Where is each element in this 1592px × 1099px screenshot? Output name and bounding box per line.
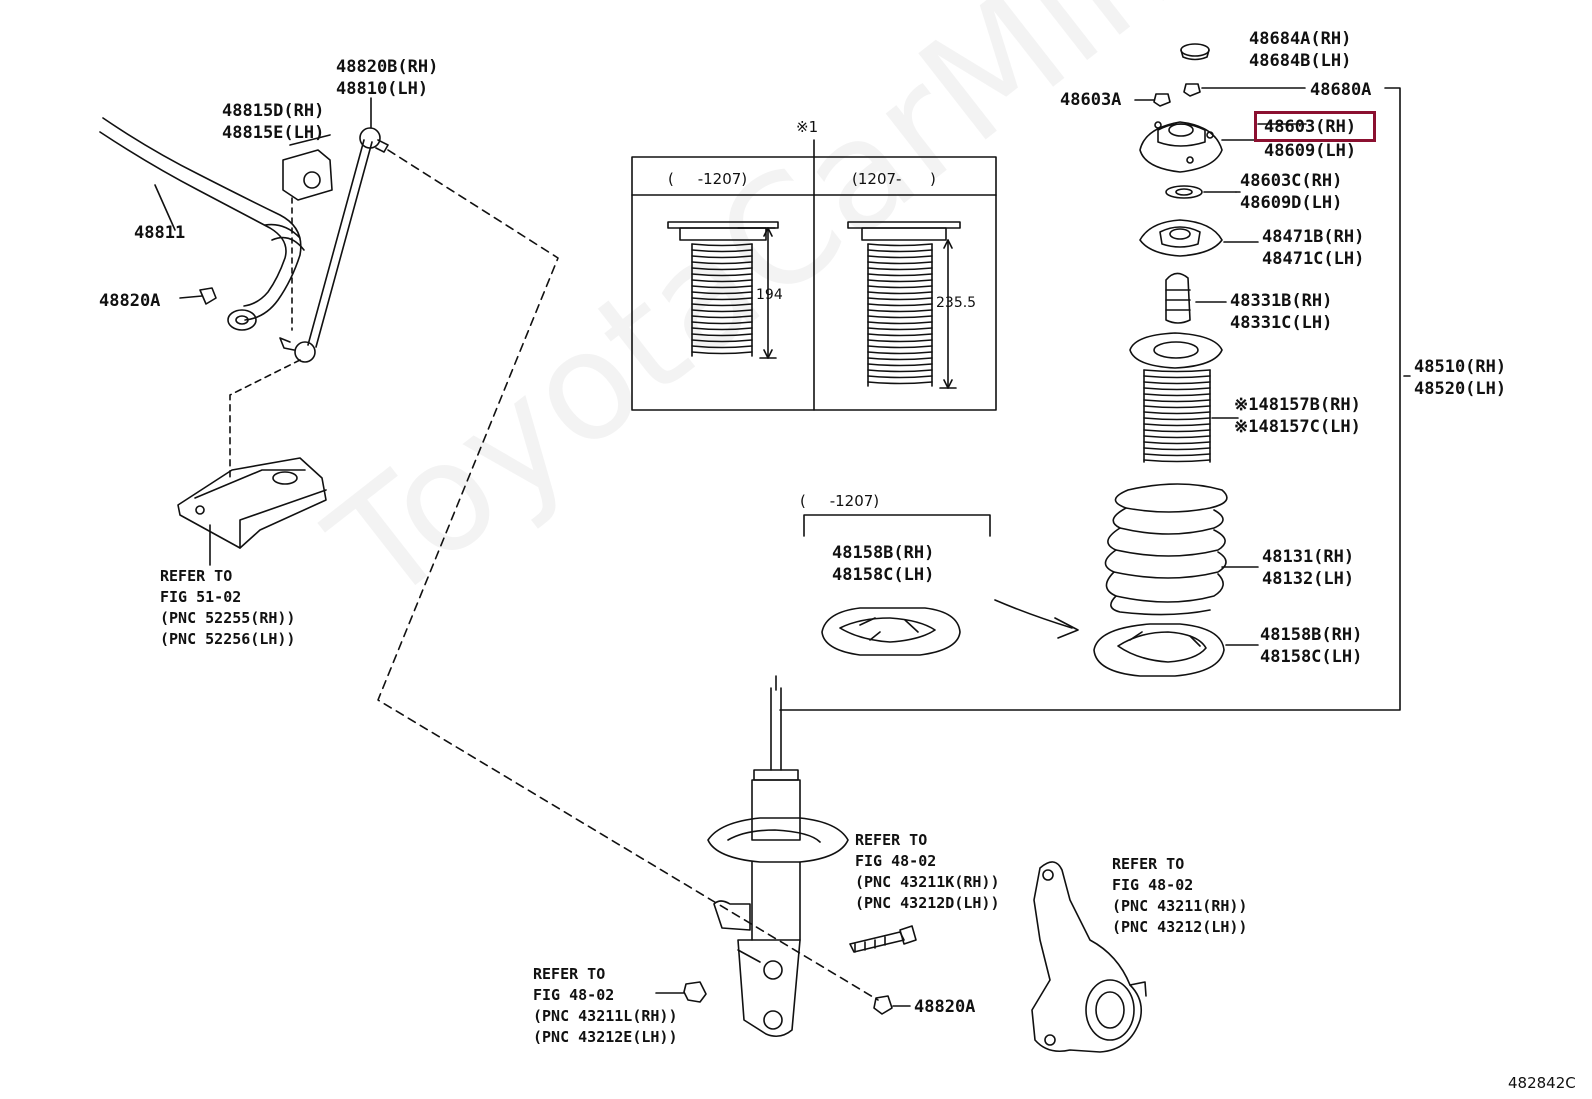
label-48158b-inset[interactable]: 48158B(RH) bbox=[832, 543, 935, 563]
ref-knuckle-line1: REFER TO bbox=[1112, 855, 1185, 873]
highlight-box-48603 bbox=[1254, 111, 1376, 142]
bolt-43211k bbox=[849, 925, 917, 953]
ref-bolt-line3: (PNC 43211K(RH)) bbox=[855, 873, 1000, 891]
spring-seat-48471 bbox=[1139, 219, 1259, 257]
ref-nut-line3: (PNC 43211L(RH)) bbox=[533, 1007, 678, 1025]
ref-knuckle-line4: (PNC 43212(LH)) bbox=[1112, 918, 1248, 936]
insulator-inset-header: ( -1207) bbox=[800, 492, 880, 510]
nut-43211l bbox=[655, 981, 707, 1003]
ref-bolt-line4: (PNC 43212D(LH)) bbox=[855, 894, 1000, 912]
boot-inset-frame bbox=[631, 139, 997, 411]
inset-note-mark: ※1 bbox=[796, 118, 819, 136]
stabilizer-link-48810 bbox=[279, 127, 389, 363]
boot-48157 bbox=[1129, 332, 1239, 463]
nut-48820a-bottom bbox=[873, 995, 911, 1015]
label-48471c[interactable]: 48471C(LH) bbox=[1262, 249, 1365, 269]
label-48520[interactable]: 48520(LH) bbox=[1414, 379, 1507, 399]
figure-id: 482842C bbox=[1508, 1074, 1576, 1092]
bracket-48820a bbox=[179, 287, 257, 331]
cap-48684 bbox=[1180, 43, 1210, 61]
boot-long bbox=[847, 221, 961, 389]
inset-col-right-header: (1207- ) bbox=[852, 170, 936, 188]
label-48603a[interactable]: 48603A bbox=[1060, 90, 1122, 110]
label-48815e[interactable]: 48815E(LH) bbox=[222, 123, 325, 143]
strut-mount-48603 bbox=[1139, 121, 1259, 173]
insulator-48158 bbox=[1093, 623, 1259, 677]
label-48158b-right[interactable]: 48158B(RH) bbox=[1260, 625, 1363, 645]
ref-nut-line1: REFER TO bbox=[533, 965, 606, 983]
ref-frame-line4: (PNC 52256(LH)) bbox=[160, 630, 296, 648]
bump-stop-48331 bbox=[1165, 272, 1227, 324]
label-48684b[interactable]: 48684B(LH) bbox=[1249, 51, 1352, 71]
frame-bracket bbox=[177, 457, 327, 566]
label-48820b[interactable]: 48820B(RH) bbox=[336, 57, 439, 77]
label-48157c[interactable]: ※148157C(LH) bbox=[1234, 417, 1361, 437]
nut-48603a bbox=[1134, 93, 1171, 107]
ref-bolt-line2[interactable]: FIG 48-02 bbox=[855, 852, 937, 870]
label-48158c-right[interactable]: 48158C(LH) bbox=[1260, 647, 1363, 667]
ref-knuckle-line2[interactable]: FIG 48-02 bbox=[1112, 876, 1194, 894]
boot-short bbox=[667, 221, 779, 359]
ref-nut-line4: (PNC 43212E(LH)) bbox=[533, 1028, 678, 1046]
steering-knuckle bbox=[1031, 861, 1147, 1053]
ref-frame-line3: (PNC 52255(RH)) bbox=[160, 609, 296, 627]
shock-absorber-48510 bbox=[707, 675, 849, 1038]
label-48820a-left[interactable]: 48820A bbox=[99, 291, 161, 311]
label-48132[interactable]: 48132(LH) bbox=[1262, 569, 1355, 589]
stabilizer-bushing-48815 bbox=[282, 134, 333, 201]
label-48820a-bottom[interactable]: 48820A bbox=[914, 997, 976, 1017]
stabilizer-bar-48811 bbox=[99, 117, 305, 321]
label-48815d[interactable]: 48815D(RH) bbox=[222, 101, 325, 121]
label-48684a[interactable]: 48684A(RH) bbox=[1249, 29, 1352, 49]
label-48131[interactable]: 48131(RH) bbox=[1262, 547, 1355, 567]
label-48471b[interactable]: 48471B(RH) bbox=[1262, 227, 1365, 247]
label-48331b[interactable]: 48331B(RH) bbox=[1230, 291, 1333, 311]
label-48810[interactable]: 48810(LH) bbox=[336, 79, 429, 99]
label-48510[interactable]: 48510(RH) bbox=[1414, 357, 1507, 377]
assembly-bracket-48510 bbox=[779, 87, 1401, 711]
ref-nut-line2[interactable]: FIG 48-02 bbox=[533, 986, 615, 1004]
dim-194: 194 bbox=[756, 287, 783, 303]
label-48609d[interactable]: 48609D(LH) bbox=[1240, 193, 1343, 213]
ref-frame-line2[interactable]: FIG 51-02 bbox=[160, 588, 242, 606]
ref-knuckle-line3: (PNC 43211(RH)) bbox=[1112, 897, 1248, 915]
insulator-inset bbox=[803, 514, 1079, 656]
nut-48680a bbox=[1183, 83, 1306, 97]
label-48811[interactable]: 48811 bbox=[134, 223, 186, 243]
label-48680a[interactable]: 48680A bbox=[1310, 80, 1372, 100]
ref-bolt-line1: REFER TO bbox=[855, 831, 928, 849]
label-48157b[interactable]: ※148157B(RH) bbox=[1234, 395, 1361, 415]
label-48609[interactable]: 48609(LH) bbox=[1264, 141, 1357, 161]
label-48603[interactable]: 48603(RH) bbox=[1264, 117, 1357, 137]
coil-spring-48131 bbox=[1104, 483, 1259, 616]
ref-frame-line1: REFER TO bbox=[160, 567, 233, 585]
bearing-48603c bbox=[1165, 185, 1237, 199]
label-48603c[interactable]: 48603C(RH) bbox=[1240, 171, 1343, 191]
label-48158c-inset[interactable]: 48158C(LH) bbox=[832, 565, 935, 585]
inset-col-left-header: ( -1207) bbox=[668, 170, 748, 188]
dim-235-5: 235.5 bbox=[936, 295, 977, 311]
label-48331c[interactable]: 48331C(LH) bbox=[1230, 313, 1333, 333]
